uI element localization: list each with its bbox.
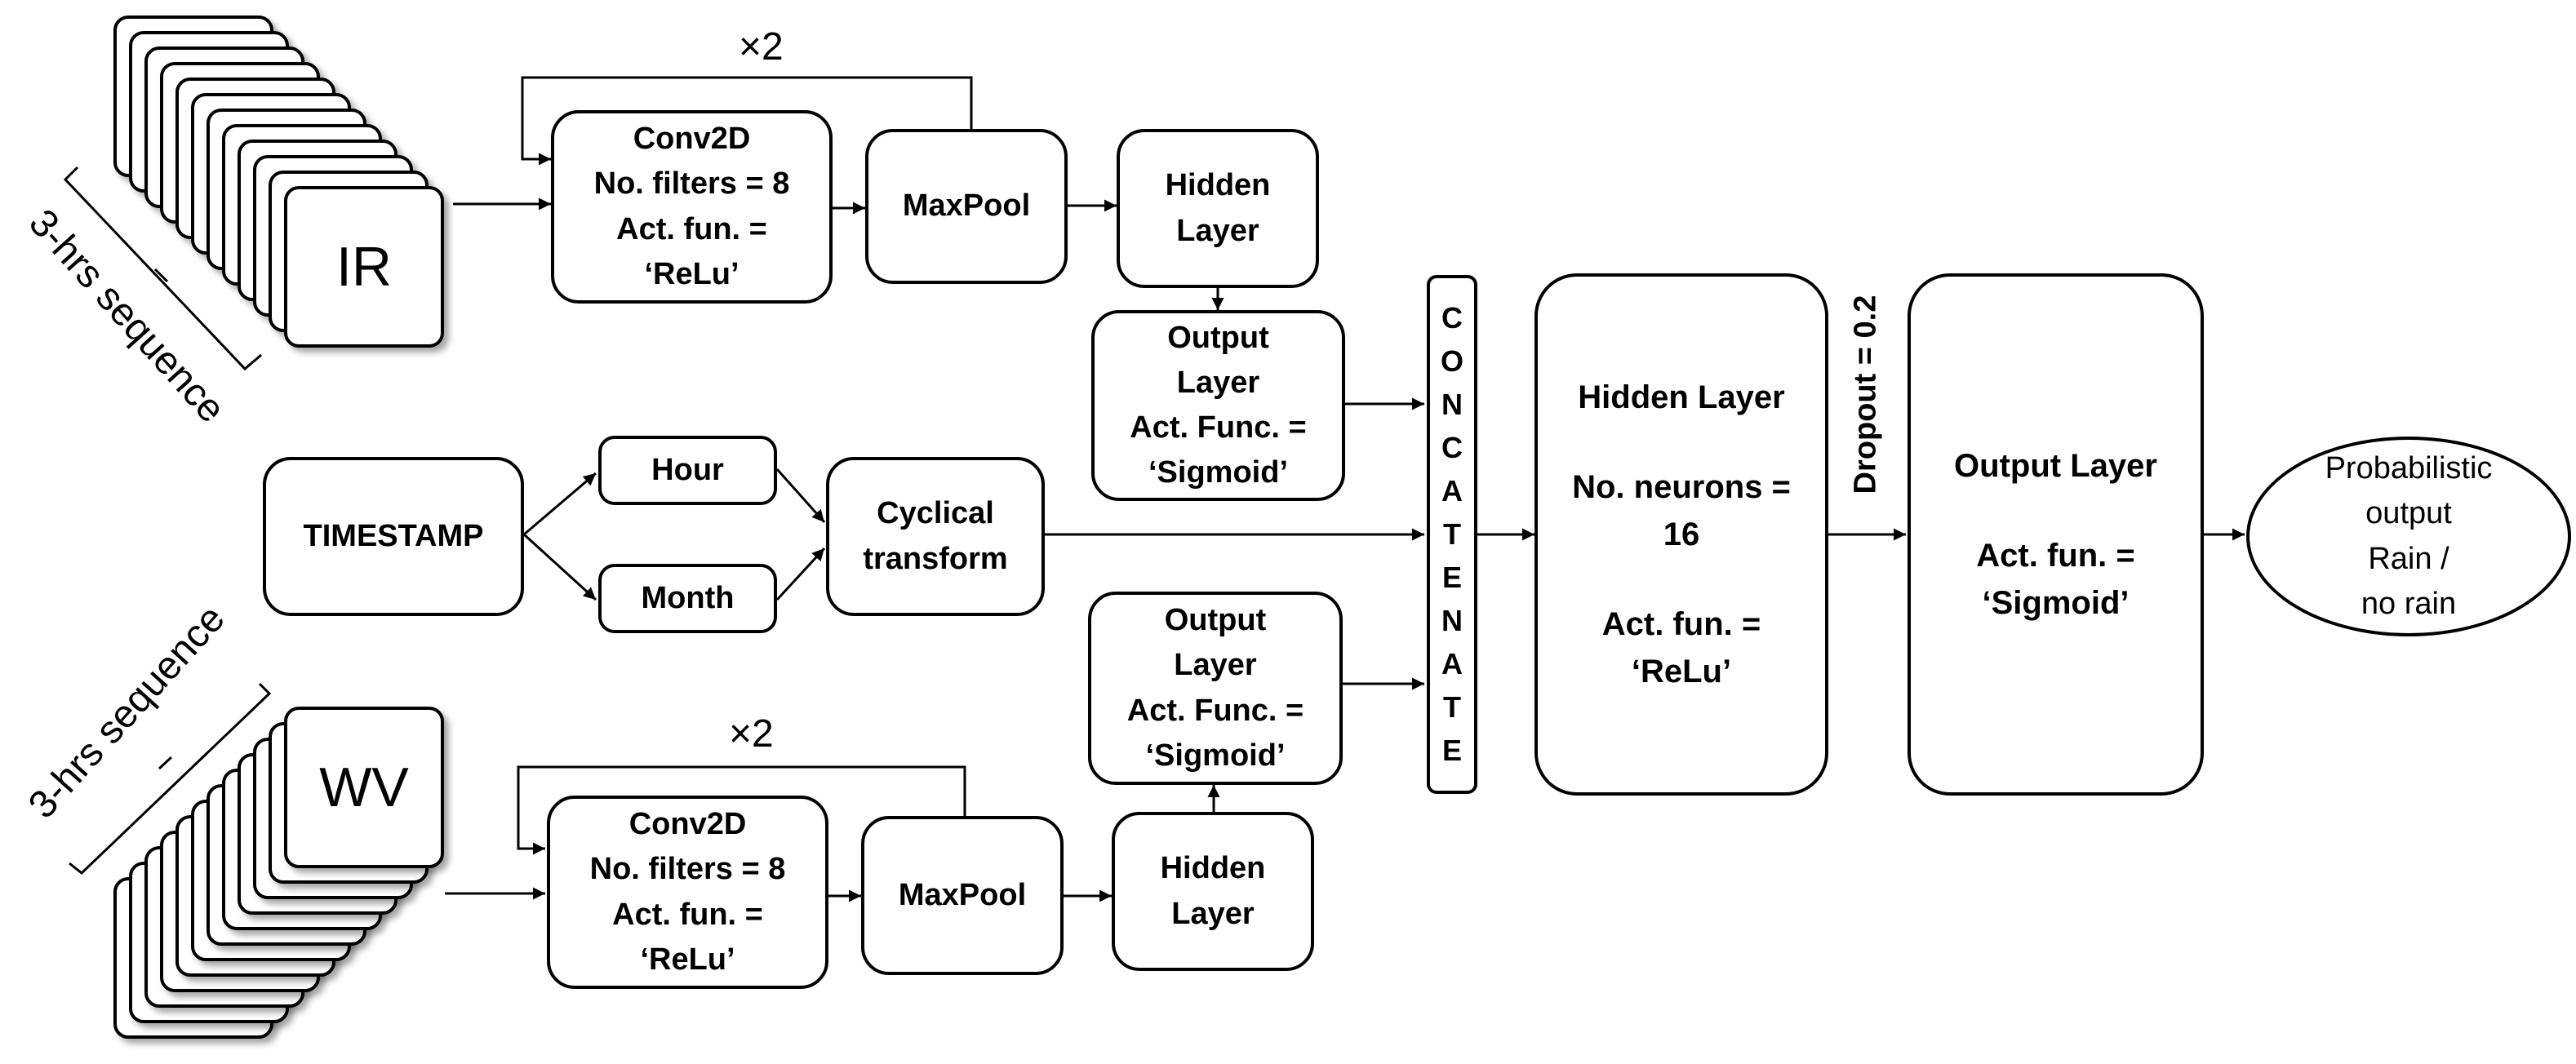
arrow-timestamp-to-hour (523, 472, 597, 536)
cyclical-transform-box: Cyclical transform (826, 457, 1045, 616)
concatenate-letter: E (1441, 734, 1462, 767)
wv-hidden-line-2: Layer (1171, 896, 1255, 931)
dropout-label: Dropout = 0.2 (1848, 295, 1883, 494)
concatenate-letter: A (1441, 474, 1463, 508)
result-line-2: output (2365, 496, 2452, 531)
dense-output-layer-box: Output Layer Act. fun. = ‘Sigmoid’ (1908, 273, 2204, 796)
loop-ir (521, 76, 973, 166)
sequence-bracket-wv (69, 682, 272, 875)
wv-image-frame: WV (284, 707, 444, 868)
concatenate-letter: C (1441, 301, 1463, 335)
result-line-1: Probabilistic (2325, 451, 2493, 486)
cyclical-line-2: transform (863, 541, 1008, 576)
wv-repeat-label: ×2 (729, 712, 774, 756)
dense-hidden-act-line-2: ‘ReLu’ (1631, 654, 1732, 689)
wv-output-line-1: Output (1164, 603, 1267, 638)
wv-conv2d-line-3: Act. fun. = (612, 897, 763, 932)
wv-hidden-line-1: Hidden (1160, 851, 1266, 886)
wv-output-layer-box: Output Layer Act. Func. = ‘Sigmoid’ (1088, 592, 1343, 785)
arrow-month-to-cyclical (775, 547, 826, 601)
concatenate-letter: O (1440, 344, 1463, 378)
wv-conv2d-line-4: ‘ReLu’ (640, 942, 735, 977)
concatenate-letter: A (1441, 647, 1463, 681)
wv-hidden-layer-box: Hidden Layer (1112, 812, 1314, 971)
ir-hidden-line-2: Layer (1176, 213, 1259, 248)
sequence-bracket-ir (63, 166, 262, 371)
wv-output-line-4: ‘Sigmoid’ (1145, 738, 1286, 773)
ir-repeat-label: ×2 (739, 25, 784, 69)
wv-conv2d-box: Conv2D No. filters = 8 Act. fun. = ‘ReLu… (547, 796, 828, 989)
result-line-3: Rain / (2368, 541, 2449, 576)
month-label: Month (641, 580, 735, 615)
concatenate-letter: T (1443, 517, 1461, 551)
ir-conv2d-line-1: Conv2D (633, 122, 751, 157)
dense-hidden-layer-box: Hidden Layer No. neurons = 16 Act. fun. … (1534, 273, 1828, 796)
ir-conv2d-line-4: ‘ReLu’ (644, 256, 739, 291)
wv-conv2d-line-2: No. filters = 8 (589, 852, 786, 887)
wv-maxpool-label: MaxPool (898, 877, 1027, 912)
concatenate-letter: N (1441, 388, 1463, 421)
concatenate-letter: C (1441, 431, 1463, 464)
hour-box: Hour (598, 436, 777, 505)
probabilistic-output-oval: Probabilistic output Rain / no rain (2246, 437, 2571, 636)
dense-output-title: Output Layer (1954, 448, 2157, 484)
month-box: Month (598, 564, 777, 633)
dense-hidden-act-line-1: Act. fun. = (1601, 606, 1761, 642)
ir-label: IR (336, 236, 392, 298)
wv-output-line-2: Layer (1174, 648, 1257, 683)
concatenate-letter: E (1441, 561, 1462, 594)
ir-conv2d-box: Conv2D No. filters = 8 Act. fun. = ‘ReLu… (551, 110, 833, 304)
ir-maxpool-box: MaxPool (865, 129, 1068, 284)
loop-wv (517, 765, 966, 855)
timestamp-label: TIMESTAMP (303, 518, 484, 553)
ir-maxpool-label: MaxPool (902, 188, 1031, 224)
ir-hidden-layer-box: Hidden Layer (1117, 129, 1319, 288)
dense-output-act-line-2: ‘Sigmoid’ (1982, 585, 2130, 621)
ir-image-frame: IR (284, 186, 444, 348)
ir-output-line-1: Output (1167, 320, 1269, 355)
dense-output-act-line-1: Act. fun. = (1976, 538, 2135, 574)
ir-output-line-3: Act. Func. = (1130, 410, 1307, 445)
arrow-timestamp-to-month (522, 533, 597, 601)
arrow-hour-to-cyclical (775, 468, 826, 523)
concatenate-letter: N (1441, 604, 1463, 637)
hour-label: Hour (651, 452, 724, 487)
wv-maxpool-box: MaxPool (861, 816, 1064, 975)
timestamp-box: TIMESTAMP (263, 457, 524, 616)
cyclical-line-1: Cyclical (877, 496, 994, 531)
ir-conv2d-line-3: Act. fun. = (616, 211, 767, 246)
concatenate-letter: T (1443, 690, 1461, 724)
dense-hidden-title: Hidden Layer (1578, 379, 1785, 415)
ir-output-line-2: Layer (1176, 365, 1260, 400)
wv-conv2d-line-1: Conv2D (628, 807, 747, 842)
result-line-4: no rain (2361, 586, 2457, 621)
ir-output-layer-box: Output Layer Act. Func. = ‘Sigmoid’ (1091, 310, 1345, 501)
ir-hidden-line-1: Hidden (1165, 168, 1271, 203)
wv-output-line-3: Act. Func. = (1126, 693, 1304, 728)
dense-hidden-neurons-line-2: 16 (1663, 516, 1700, 552)
dense-hidden-neurons-line-1: No. neurons = (1572, 469, 1791, 505)
ir-conv2d-line-2: No. filters = 8 (593, 166, 790, 202)
wv-label: WV (319, 756, 409, 818)
ir-output-line-4: ‘Sigmoid’ (1148, 455, 1288, 490)
